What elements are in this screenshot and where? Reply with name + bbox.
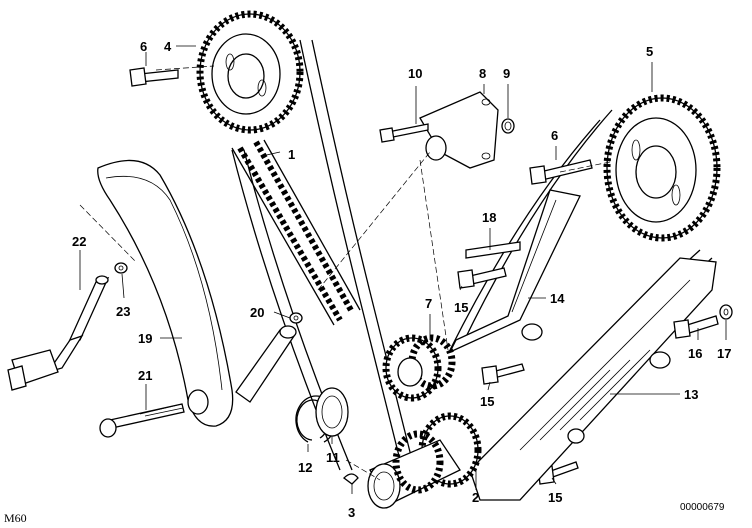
stud-18 [465, 241, 521, 259]
callout-21: 21 [138, 368, 152, 383]
tensioner-rail [97, 159, 234, 427]
callout-6-left: 6 [140, 39, 147, 54]
bolt-15-upper [457, 267, 507, 289]
callout-5: 5 [646, 44, 653, 59]
callout-7: 7 [425, 296, 432, 311]
callout-2: 2 [472, 490, 479, 505]
callout-15-lower: 15 [548, 490, 562, 505]
callout-9: 9 [503, 66, 510, 81]
woodruff-key [343, 473, 359, 485]
washer-17 [719, 304, 733, 320]
model-code: M60 [4, 511, 27, 525]
guide-arm [235, 312, 303, 403]
callout-22: 22 [72, 234, 86, 249]
tensioner-housing [419, 91, 499, 169]
chain-short [231, 139, 361, 326]
washer-23 [114, 262, 128, 274]
leader-lines [79, 45, 727, 494]
callout-16: 16 [688, 346, 702, 361]
intermediate-sprocket [382, 334, 456, 402]
callout-6-right: 6 [551, 128, 558, 143]
guide-rail-13 [469, 257, 717, 501]
camshaft-sprocket-right [603, 94, 721, 242]
callout-1: 1 [288, 147, 295, 162]
bolt-6-left [129, 67, 179, 87]
bolt-6-right [529, 159, 593, 185]
callout-15-upper: 15 [454, 300, 468, 315]
callout-14: 14 [550, 291, 565, 306]
reference-lines [79, 65, 611, 481]
camshaft-sprocket-left [196, 10, 304, 134]
callout-20: 20 [250, 305, 264, 320]
spacer-ring [315, 387, 349, 437]
callout-19: 19 [138, 331, 152, 346]
bolt-15-middle [481, 363, 525, 385]
bolt-21 [99, 403, 185, 438]
tensioner-piston [7, 275, 110, 391]
seal-ring-9 [501, 118, 515, 134]
callout-12: 12 [298, 460, 312, 475]
callout-15-middle: 15 [480, 394, 494, 409]
callout-10: 10 [408, 66, 422, 81]
drawing-number: 00000679 [680, 502, 725, 513]
bolt-10 [379, 123, 429, 143]
callout-17: 17 [717, 346, 731, 361]
callout-13: 13 [684, 387, 698, 402]
bolt-16 [673, 315, 719, 339]
callout-8: 8 [479, 66, 486, 81]
callout-3: 3 [348, 505, 355, 520]
callout-18: 18 [482, 210, 496, 225]
crankshaft-sprocket [367, 412, 482, 509]
callout-11: 11 [326, 450, 340, 465]
callout-23: 23 [116, 304, 130, 319]
callout-labels: 1 2 3 4 5 6 6 7 8 9 10 11 12 13 14 15 15… [72, 39, 731, 520]
callout-4: 4 [164, 39, 172, 54]
